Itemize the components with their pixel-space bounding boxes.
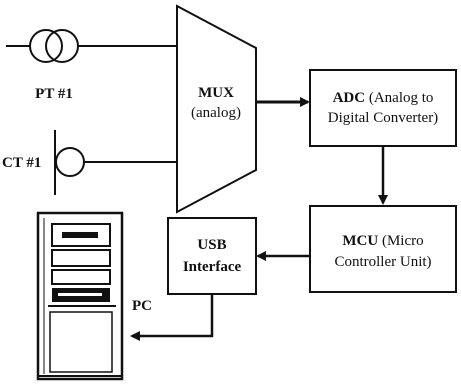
pc-drive-bay-3 bbox=[51, 269, 111, 285]
ct-label: CT #1 bbox=[2, 155, 41, 171]
ct-coil bbox=[55, 147, 85, 177]
usb-title: USB bbox=[197, 237, 226, 253]
usb-interface-block: USB Interface bbox=[167, 217, 257, 295]
current-transformer: CT #1 bbox=[2, 130, 180, 195]
mcu-box bbox=[309, 205, 457, 293]
usb-box bbox=[167, 217, 257, 295]
pt-coil-left bbox=[29, 29, 63, 63]
usb-subtitle: Interface bbox=[183, 259, 242, 275]
mux-block: MUX (analog) bbox=[176, 4, 257, 214]
adc-box bbox=[309, 69, 457, 147]
mcu-name-part1: (Micro bbox=[378, 233, 423, 249]
adc-text-line1: ADC (Analog to bbox=[333, 90, 434, 106]
adc-name-part1: (Analog to bbox=[365, 90, 433, 106]
mux-shape bbox=[176, 4, 257, 214]
pc-drive-bay-2 bbox=[51, 249, 111, 267]
pc-label: PC bbox=[132, 298, 152, 314]
mcu-text-line2: Controller Unit) bbox=[334, 254, 431, 270]
mux-subtitle: (analog) bbox=[191, 105, 241, 121]
mux-title: MUX bbox=[198, 85, 234, 101]
adc-text-line2: Digital Converter) bbox=[328, 110, 438, 126]
mcu-block: MCU (Micro Controller Unit) bbox=[309, 205, 457, 293]
usb-to-pc-arrow bbox=[130, 294, 214, 341]
potential-transformer: PT #1 bbox=[6, 29, 180, 102]
mcu-acronym: MCU bbox=[342, 233, 378, 249]
mcu-text-line1: MCU (Micro bbox=[342, 233, 423, 249]
pc-tower: PC bbox=[36, 211, 152, 381]
adc-acronym: ADC bbox=[333, 90, 366, 106]
adc-block: ADC (Analog to Digital Converter) bbox=[309, 69, 457, 147]
pc-drive-slot-1 bbox=[62, 232, 98, 238]
pc-bottom-panel bbox=[49, 311, 113, 373]
pt-label: PT #1 bbox=[35, 86, 73, 102]
pc-floppy-slot bbox=[58, 293, 102, 296]
